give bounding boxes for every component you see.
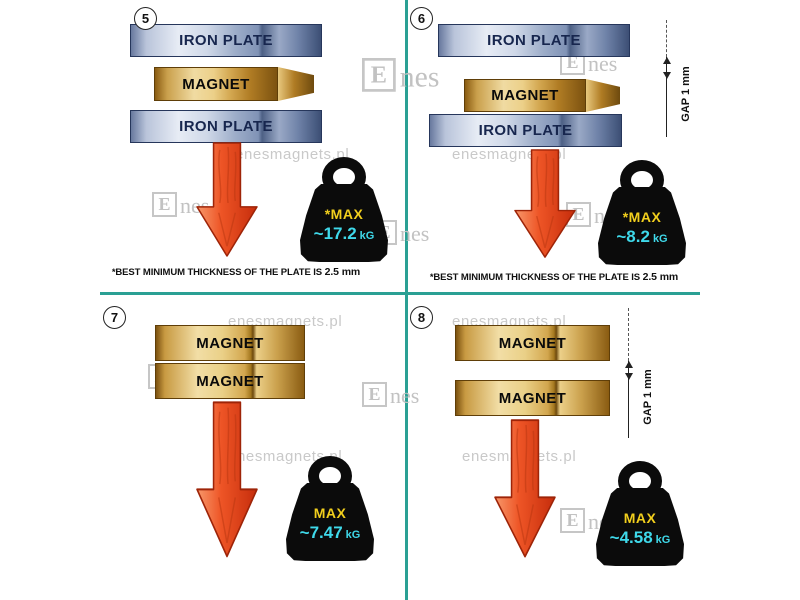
gap-arrow-down-icon: [625, 373, 633, 380]
max-unit: kG: [652, 233, 668, 245]
pull-force-arrow: [514, 149, 576, 258]
gap-arrow-up-icon: [625, 361, 633, 368]
pull-force-arrow: [494, 419, 556, 558]
pull-force-arrow: [196, 401, 258, 558]
enes-logo-watermark: E nes: [362, 58, 439, 92]
gap-dimension-line: [628, 380, 629, 438]
divider-vertical: [405, 0, 408, 600]
magnet-bottom: MAGNET: [455, 380, 610, 416]
magnet-top: MAGNET: [455, 325, 610, 361]
enes-logo-text: nes: [400, 221, 430, 246]
pull-force-arrow: [196, 142, 258, 257]
max-unit: kG: [345, 529, 361, 541]
enes-logo-watermark: E nes: [560, 50, 617, 75]
enes-logo-text: nes: [588, 51, 618, 76]
max-value: ~8.2: [616, 227, 650, 246]
enes-logo-text: nes: [390, 383, 420, 408]
iron-plate-top: IRON PLATE: [130, 24, 322, 57]
enes-logo-watermark: E nes: [362, 382, 419, 407]
gap-arrow-up-icon: [663, 57, 671, 64]
magnet-top: MAGNET: [155, 325, 305, 361]
panel-number-badge: 7: [103, 306, 126, 329]
panel-number-badge: 5: [134, 7, 157, 30]
magnet-bottom: MAGNET: [155, 363, 305, 399]
enes-logo-icon: E: [560, 508, 585, 533]
magnet-block: MAGNET: [154, 67, 278, 101]
max-value: ~17.2: [313, 224, 357, 243]
enes-logo-text: nes: [399, 59, 440, 94]
max-label: MAX: [623, 510, 657, 526]
watermark-text: enesmagnets.pl: [228, 448, 343, 465]
max-label: *MAX: [622, 209, 662, 225]
max-value: ~4.58: [609, 528, 653, 547]
max-unit: kG: [655, 534, 671, 546]
magnet-side-face: [278, 67, 314, 101]
gap-dimension-line: [666, 57, 667, 79]
watermark-text: enesmagnets.pl: [235, 146, 350, 163]
gap-arrow-down-icon: [663, 72, 671, 79]
max-label: MAX: [313, 505, 347, 521]
gap-label: GAP 1 mm: [642, 369, 654, 425]
gap-dimension-line: [666, 79, 667, 137]
max-label: *MAX: [324, 206, 364, 222]
enes-logo-icon: E: [362, 382, 387, 407]
enes-logo-icon: E: [152, 192, 177, 217]
gap-dimension-extension: [666, 20, 667, 57]
footnote: *BEST MINIMUM THICKNESS OF THE PLATE IS …: [111, 266, 361, 278]
gap-dimension-line: [628, 361, 629, 380]
enes-logo-icon: E: [362, 58, 396, 92]
magnet-side-face: [586, 79, 620, 112]
gap-label: GAP 1 mm: [680, 66, 692, 122]
gap-dimension-extension: [628, 308, 629, 361]
max-unit: kG: [359, 230, 375, 242]
divider-horizontal: [100, 292, 700, 295]
panel-number-badge: 8: [410, 306, 433, 329]
iron-plate-bottom: IRON PLATE: [429, 114, 622, 147]
footnote: *BEST MINIMUM THICKNESS OF THE PLATE IS …: [429, 271, 679, 283]
iron-plate-bottom: IRON PLATE: [130, 110, 322, 143]
iron-plate-top: IRON PLATE: [438, 24, 630, 57]
magnet-block: MAGNET: [464, 79, 586, 112]
panel-number-badge: 6: [410, 7, 433, 30]
max-value: ~7.47: [299, 523, 343, 542]
